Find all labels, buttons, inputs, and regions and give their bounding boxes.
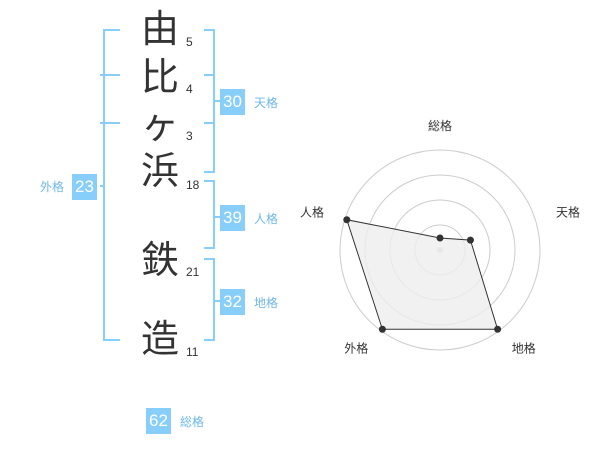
stroke-count-4: 18 <box>186 178 200 192</box>
gaikaku-score: 23 <box>72 174 97 200</box>
chikaku-bracket <box>204 258 215 341</box>
radar-point-1 <box>436 234 444 242</box>
radar-point-4 <box>378 325 386 333</box>
gaikaku-label: 外格 <box>40 180 65 194</box>
tenkaku-score: 30 <box>220 89 245 115</box>
chikaku-score: 32 <box>220 289 245 315</box>
radar-point-5 <box>343 216 351 224</box>
radar-area <box>346 219 499 330</box>
stroke-count-1: 5 <box>186 35 193 49</box>
radar-point-3 <box>494 325 502 333</box>
radar-axis-label-5: 人格 <box>300 204 324 219</box>
chikaku-label: 地格 <box>254 296 279 310</box>
name-char-2: 比 <box>140 55 179 99</box>
radar-axis-label-4: 外格 <box>344 341 368 356</box>
radar-axis-label-1: 総格 <box>428 118 452 133</box>
soukaku-score: 62 <box>146 408 171 434</box>
stroke-count-2: 4 <box>186 82 193 96</box>
soukaku-label: 総格 <box>180 415 205 429</box>
jinkaku-score: 39 <box>220 205 245 231</box>
stroke-count-3: 3 <box>186 129 193 143</box>
radar-ring-4 <box>339 149 541 351</box>
name-char-5: 鉄 <box>140 238 179 282</box>
name-char-3: ヶ <box>140 103 179 147</box>
radar-axis-label-3: 地格 <box>512 341 536 356</box>
stroke-count-5: 21 <box>186 265 200 279</box>
name-char-1: 由 <box>140 7 179 51</box>
stroke-count-6: 11 <box>186 345 199 359</box>
jinkaku-bracket <box>204 180 215 249</box>
tenkaku-label: 天格 <box>254 96 279 110</box>
radar-axis-label-2: 天格 <box>556 204 580 219</box>
name-char-4: 浜 <box>140 149 179 193</box>
name-char-6: 造 <box>140 317 179 361</box>
jinkaku-label: 人格 <box>254 212 279 226</box>
radar-point-2 <box>466 236 474 244</box>
